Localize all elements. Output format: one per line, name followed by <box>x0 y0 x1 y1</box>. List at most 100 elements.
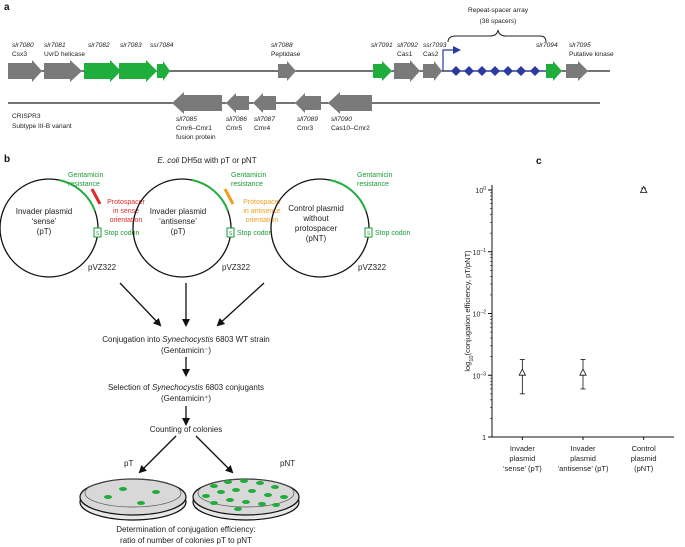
gene-arrow-sll7086 <box>226 93 249 113</box>
gene-id: sll7089 <box>297 116 318 123</box>
gene-id: sll7087 <box>254 116 275 123</box>
array-title: Repeat-spacer array <box>468 7 529 14</box>
panel-a: a <box>4 2 614 141</box>
colony <box>256 481 264 485</box>
gene-id: slr7082 <box>88 42 110 49</box>
colony <box>104 495 112 499</box>
data-points <box>518 185 648 440</box>
plasmid-name-2: without <box>302 214 329 223</box>
plasmid-sense: S Gentamicin resistance Protospacer in s… <box>0 172 146 278</box>
backbone-label: pVZ322 <box>358 263 387 272</box>
gene-id: slr7083 <box>120 42 142 49</box>
colony <box>240 479 248 483</box>
plasmid-name-2: ‘sense’ <box>32 217 57 226</box>
panel-b-letter: b <box>4 154 10 165</box>
ylabel-subscript: 10 <box>469 356 475 362</box>
backbone-label: pVZ322 <box>88 263 117 272</box>
gene-arrow-slr7088 <box>278 61 296 81</box>
resistance-gene-arc <box>329 179 367 212</box>
step-counting: Counting of colonies <box>150 425 223 434</box>
stop-codon-box <box>364 227 373 238</box>
promoter-arrowhead <box>453 46 461 54</box>
step-conjugation: Conjugation into Synechocystis 6803 WT s… <box>102 335 270 344</box>
dish-label-pt: pT <box>124 459 133 468</box>
colony <box>137 501 145 505</box>
step-text: Selection of <box>108 383 152 392</box>
tick-base: 10 <box>473 373 481 380</box>
repeat-diamond <box>516 66 526 76</box>
x-category-label: plasmid <box>570 454 596 463</box>
panel-b-header: E. coli DH5α with pT or pNT <box>157 156 256 165</box>
protospacer-mark <box>223 188 235 205</box>
panel-a-letter: a <box>4 2 10 13</box>
resistance-gene-arc <box>191 179 229 212</box>
gene-id: sll7090 <box>331 116 352 123</box>
data-point <box>518 368 527 376</box>
step-text: Conjugation into <box>102 335 162 344</box>
colony <box>210 484 218 488</box>
step-selection: Selection of Synechocystis 6803 conjugan… <box>108 383 264 392</box>
gene-name: Cas1 <box>397 51 413 58</box>
protospacer-label-3: orientation <box>246 217 279 224</box>
gene-name: Cmr4 <box>254 125 270 132</box>
plasmid-name-3: protospacer <box>295 224 338 233</box>
backbone-label: pVZ322 <box>222 263 251 272</box>
protospacer-label-2: in sense <box>113 208 139 215</box>
colony <box>224 480 232 484</box>
svg-text:S: S <box>96 231 100 237</box>
header-species: E. coli <box>157 156 179 165</box>
gene-arrow-slr7095 <box>566 61 588 81</box>
svg-text:S: S <box>229 231 233 237</box>
header-rest: DH5α with pT or pNT <box>179 156 257 165</box>
protospacer-label-3: orientation <box>110 217 143 224</box>
final-step-2: ratio of number of colonies pT to pNT <box>120 536 252 545</box>
svg-text:S: S <box>367 231 371 237</box>
step-conjugation-sub: (Gentamicin⁻) <box>161 346 211 355</box>
y-tick-label: 10–1 <box>473 248 487 257</box>
gene-name: Cmr6–Cmr1 <box>176 125 212 132</box>
colony <box>258 502 266 506</box>
tick-exponent: –3 <box>480 371 486 377</box>
colony <box>272 503 280 507</box>
colony <box>234 507 242 511</box>
gene-name: Cas10–Cmr2 <box>331 125 370 132</box>
tick-base: 10 <box>473 312 481 319</box>
repeat-diamond <box>530 66 540 76</box>
resistance-gene-arc <box>58 179 96 212</box>
y-tick-label: 10–2 <box>473 310 487 319</box>
colony <box>264 493 272 497</box>
gene-arrow-slr7083 <box>119 60 157 82</box>
colony <box>232 488 240 492</box>
resistance-label-2: resistance <box>231 181 263 188</box>
x-category-label: Invader <box>570 444 596 453</box>
tick-base: 1 <box>482 435 486 442</box>
ylabel-part-2: (conjugation efficiency, pT/pNT) <box>463 250 472 356</box>
bottom-gene-arrows <box>172 92 372 114</box>
step-text-2: 6803 conjugants <box>203 383 264 392</box>
colony <box>210 501 218 505</box>
step-text-2: 6803 WT strain <box>213 335 269 344</box>
tick-exponent: 0 <box>483 186 486 192</box>
data-point <box>639 185 648 193</box>
colony <box>202 494 210 498</box>
top-gene-labels: slr7080 Csx3 slr7081 UvrD helicase slr70… <box>12 42 614 58</box>
gene-arrow-slr7094 <box>546 61 562 81</box>
gene-name: UvrD helicase <box>44 51 85 58</box>
step-species: Synechocystis <box>152 383 203 392</box>
protospacer-label: Protospacer <box>107 199 145 206</box>
repeat-spacer-array <box>447 66 545 76</box>
plasmid-name: Invader plasmid <box>150 207 206 216</box>
plasmid-name: Control plasmid <box>288 204 344 213</box>
protospacer-label: Protospacer <box>243 199 281 206</box>
gene-arrow-sll7089 <box>295 93 321 113</box>
colony <box>152 490 160 494</box>
stop-codon-box <box>93 227 102 238</box>
plasmid-control: S Gentamicin resistance Stop codon Contr… <box>270 172 411 278</box>
gene-name: Putative kinase <box>569 51 614 58</box>
gene-name: Csx3 <box>12 51 27 58</box>
resistance-label-2: resistance <box>68 181 100 188</box>
tick-base: 10 <box>475 188 483 195</box>
colony <box>226 498 234 502</box>
